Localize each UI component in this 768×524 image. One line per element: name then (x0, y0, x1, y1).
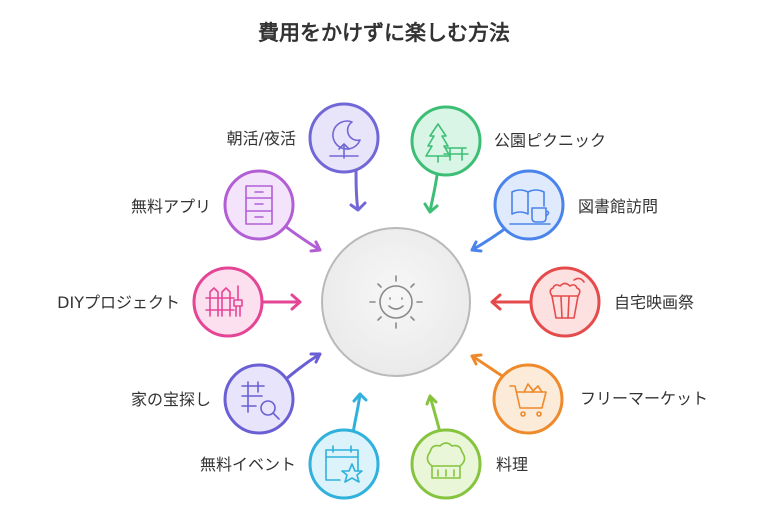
node-home-film-festival: 自宅映画祭 (490, 266, 694, 338)
arrow (260, 293, 302, 311)
node-free-events: 無料イベント (200, 392, 380, 500)
node-label: 公園ピクニック (494, 131, 606, 150)
popcorn-icon (549, 277, 585, 319)
node-label: 無料イベント (200, 455, 296, 474)
node-label: 自宅映画祭 (614, 293, 694, 312)
node-label: フリーマーケット (580, 389, 708, 408)
map-search-icon (241, 381, 280, 420)
node-free-apps: 無料アプリ (131, 169, 322, 253)
filing-cabinet-icon (245, 185, 273, 225)
center-hub (321, 227, 471, 377)
sun-smile-icon (369, 275, 423, 329)
chef-hat-icon (426, 442, 466, 479)
node-label: 料理 (496, 455, 528, 474)
node-label: DIYプロジェクト (57, 293, 180, 312)
node-cooking: 料理 (410, 394, 528, 500)
calendar-star-icon (325, 445, 363, 483)
fence-brush-icon (205, 285, 243, 317)
moon-sunrise-icon (329, 120, 361, 159)
node-label: 家の宝探し (131, 390, 211, 409)
node-diy-projects: DIYプロジェクト (57, 266, 302, 338)
arrow (490, 293, 532, 311)
node-label: 図書館訪問 (578, 197, 658, 216)
node-library-visit: 図書館訪問 (470, 169, 658, 253)
node-home-treasure-hunt: 家の宝探し (131, 352, 322, 435)
node-morning-night: 朝活/夜活 (227, 102, 380, 212)
node-label: 朝活/夜活 (227, 129, 296, 148)
node-flea-market: フリーマーケット (470, 353, 708, 435)
node-label: 無料アプリ (131, 197, 211, 216)
tree-picnic-table-icon (425, 123, 469, 163)
diagram-title: 費用をかけずに楽しむ方法 (258, 21, 510, 45)
node-park-picnic: 公園ピクニック (410, 105, 606, 214)
shopping-cart-icon (509, 383, 547, 417)
book-coffee-icon (509, 189, 551, 225)
